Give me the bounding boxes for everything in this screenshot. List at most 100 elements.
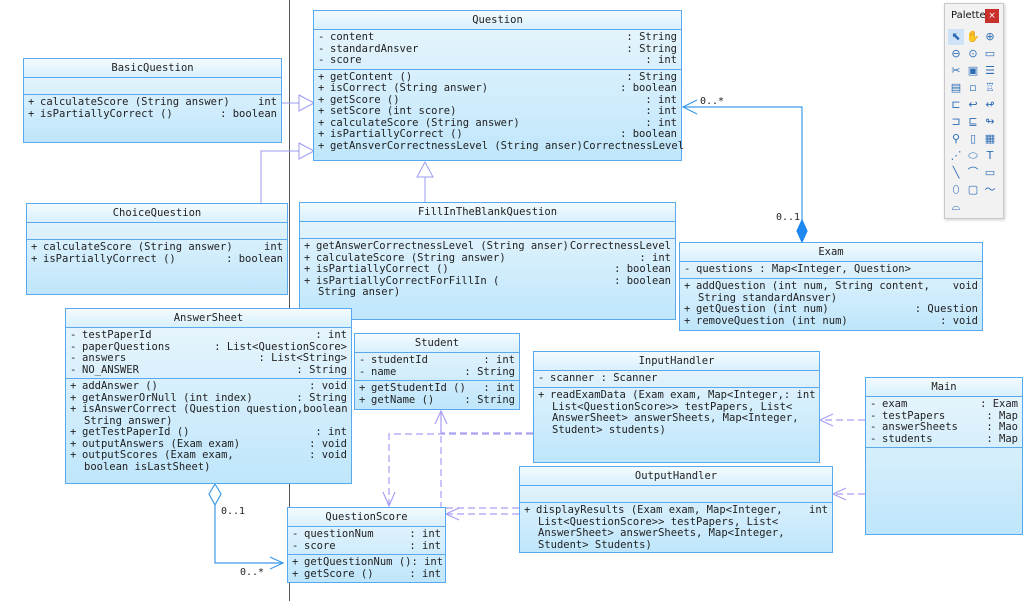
operation-row[interactable]: +calculateScore (String answer): int [318, 117, 677, 130]
zoom-in-tool-icon[interactable]: ⊕ [985, 30, 995, 43]
operation-row[interactable]: +isPartiallyCorrect (): boolean [318, 128, 677, 141]
operation-row[interactable]: +outputScores (Exam exam,: void [70, 449, 347, 462]
operation-row[interactable]: +readExamData (Exam exam, Map<Integer,: … [538, 389, 816, 402]
lollipop-tool-icon[interactable]: ⚲ [951, 132, 961, 145]
class-inputhandler[interactable]: InputHandler -scanner : Scanner +readExa… [533, 351, 820, 463]
operation-row[interactable]: +calculateScore (String answer)int [31, 241, 283, 254]
rounded-rect-tool-icon[interactable]: ▢ [967, 183, 979, 196]
attribute-row[interactable]: -testPaperId: int [70, 329, 347, 342]
line-tool-icon[interactable]: ╲ [952, 166, 960, 179]
rounded-tool-icon[interactable]: ⬭ [968, 149, 978, 162]
class-question[interactable]: Question -content: String-standardAnsver… [313, 10, 684, 161]
package-tool-icon[interactable]: ▭ [984, 47, 996, 60]
operation-row[interactable]: +addQuestion (int num, String content,vo… [684, 280, 978, 293]
class-choicequestion[interactable]: ChoiceQuestion +calculateScore (String a… [26, 203, 288, 295]
operation-row[interactable]: List<QuestionScore>> testPapers, List< [538, 401, 815, 414]
dependency-tool-icon[interactable]: ↩ [968, 98, 978, 111]
class-student[interactable]: Student -studentId: int-name: String +ge… [354, 333, 520, 410]
operation-row[interactable]: +getName (): String [359, 394, 515, 407]
association-tool-icon[interactable]: ⊏ [951, 98, 961, 111]
operation-row[interactable]: +calculateScore (String answer): int [304, 252, 671, 265]
operation-row[interactable]: +getQuestionNum (): int [292, 556, 443, 569]
attribute-row[interactable]: -students: Map [870, 433, 1018, 446]
class-exam[interactable]: Exam -questions : Map<Integer, Question>… [679, 242, 983, 331]
operation-row[interactable]: boolean isLastSheet) [70, 461, 347, 474]
attribute-row[interactable]: -standardAnsver: String [318, 43, 677, 56]
small-box-tool-icon[interactable]: ▫ [969, 81, 977, 94]
realization-tool-icon[interactable]: ↫ [985, 98, 995, 111]
attribute-row[interactable]: -exam: Exam [870, 398, 1018, 411]
operation-row[interactable]: +getAnswerCorrectnessLevel (String anser… [304, 240, 671, 253]
operation-row[interactable]: +getQuestion (int num): Question [684, 303, 978, 316]
ellipse-tool-icon[interactable]: ⬯ [952, 183, 960, 196]
operation-row[interactable]: +removeQuestion (int num): void [684, 315, 978, 328]
operation-row[interactable]: Student> students) [538, 424, 815, 437]
operation-row[interactable]: String anser) [304, 286, 671, 299]
operation-row[interactable]: +isPartiallyCorrect (): boolean [304, 263, 671, 276]
operation-row[interactable]: +displayResults (Exam exam, Map<Integer,… [524, 504, 828, 517]
class-fillintheblankquestion[interactable]: FillInTheBlankQuestion +getAnswerCorrect… [299, 202, 676, 320]
operation-row[interactable]: +getAnsverCorrectnessLevel (String anser… [318, 140, 684, 153]
operation-row[interactable]: +getScore (): int [318, 94, 677, 107]
select-tool-icon[interactable]: ⬉ [948, 29, 964, 45]
class-tool-icon[interactable]: ☰ [985, 64, 995, 77]
attribute-row[interactable]: -questionNum: int [292, 528, 441, 541]
attribute-row[interactable]: -content: String [318, 31, 677, 44]
palette-panel[interactable]: Palette × ⬉✋⊕⊖⊙▭✂▣☰▤▫♖⊏↩↫⊐⊑↬⚲▯▦⋰⬭T╲⌒▭⬯▢〜… [944, 3, 1004, 219]
attribute-row[interactable]: -NO_ANSWER: String [70, 364, 347, 377]
connector-tool-icon[interactable]: ⋰ [950, 149, 962, 162]
operation-row[interactable]: +getStudentId (): int [359, 382, 515, 395]
operation-row[interactable]: +getTestPaperId (): int [70, 426, 347, 439]
text-tool-icon[interactable]: T [986, 149, 994, 162]
hierarchy-tool-icon[interactable]: ♖ [985, 81, 995, 94]
attribute-row[interactable]: -answerSheets: Mao [870, 421, 1018, 434]
operation-row[interactable]: +isPartiallyCorrect (): boolean [28, 108, 277, 121]
generalization-tool-icon[interactable]: ⊐ [951, 115, 961, 128]
class-basicquestion[interactable]: BasicQuestion +calculateScore (String an… [23, 58, 282, 143]
operation-row[interactable]: +getScore (): int [292, 568, 441, 581]
operation-row[interactable]: String standardAnsver) [684, 292, 978, 305]
polyline-tool-icon[interactable]: 〜 [984, 183, 996, 196]
class-main[interactable]: Main -exam: Exam-testPapers: Map-answerS… [865, 377, 1023, 535]
image-tool-icon[interactable]: ▣ [967, 64, 979, 77]
operation-row[interactable]: +outputAnswers (Exam exam): void [70, 438, 347, 451]
operation-row[interactable]: +getAnswerOrNull (int index): String [70, 392, 347, 405]
zoom-out-tool-icon[interactable]: ⊖ [951, 47, 961, 60]
attribute-row[interactable]: -paperQuestions: List<QuestionScore> [70, 341, 347, 354]
operation-row[interactable]: +isCorrect (String answer): boolean [318, 82, 677, 95]
document-tool-icon[interactable]: ▦ [984, 132, 996, 145]
rectangle-tool-icon[interactable]: ▭ [984, 166, 996, 179]
close-icon[interactable]: × [985, 9, 999, 23]
attribute-row[interactable]: -score: int [318, 54, 677, 67]
operation-row[interactable]: String answer) [70, 415, 347, 428]
class-answersheet[interactable]: AnswerSheet -testPaperId: int-paperQuest… [65, 308, 352, 484]
zoom-fit-tool-icon[interactable]: ⊙ [968, 47, 978, 60]
attribute-row[interactable]: -scanner : Scanner [538, 372, 815, 385]
attribute-row[interactable]: -name: String [359, 366, 515, 379]
composition-tool-icon[interactable]: ↬ [985, 115, 995, 128]
attribute-row[interactable]: -score: int [292, 540, 441, 553]
operation-row[interactable]: +isAnswerCorrect (Question question,bool… [70, 403, 348, 416]
operation-row[interactable]: +getContent (): String [318, 71, 677, 84]
class-outputhandler[interactable]: OutputHandler +displayResults (Exam exam… [519, 466, 833, 553]
interface-tool-icon[interactable]: ▤ [950, 81, 962, 94]
operation-row[interactable]: +isPartiallyCorrectForFillIn (: boolean [304, 275, 671, 288]
pan-tool-icon[interactable]: ✋ [966, 30, 980, 43]
aggregation-tool-icon[interactable]: ⊑ [968, 115, 978, 128]
operation-row[interactable]: +isPartiallyCorrect (): boolean [31, 253, 283, 266]
operation-row[interactable]: Student> Students) [524, 539, 828, 552]
attribute-row[interactable]: -testPapers: Map [870, 410, 1018, 423]
polygon-tool-icon[interactable]: ⌓ [951, 200, 961, 213]
operation-row[interactable]: +calculateScore (String answer)int [28, 96, 277, 109]
arc-tool-icon[interactable]: ⌒ [967, 166, 979, 179]
cut-tool-icon[interactable]: ✂ [951, 64, 961, 77]
attribute-row[interactable]: -questions : Map<Integer, Question> [684, 263, 978, 276]
operation-row[interactable]: AnswerSheet> answerSheets, Map<Integer, [538, 412, 815, 425]
operation-row[interactable]: +setScore (int score): int [318, 105, 677, 118]
note-tool-icon[interactable]: ▯ [969, 132, 977, 145]
attribute-row[interactable]: -studentId: int [359, 354, 515, 367]
operation-row[interactable]: List<QuestionScore>> testPapers, List< [524, 516, 828, 529]
operation-row[interactable]: +addAnswer (): void [70, 380, 347, 393]
class-questionscore[interactable]: QuestionScore -questionNum: int-score: i… [287, 507, 446, 583]
operation-row[interactable]: AnswerSheet> answerSheets, Map<Integer, [524, 527, 828, 540]
